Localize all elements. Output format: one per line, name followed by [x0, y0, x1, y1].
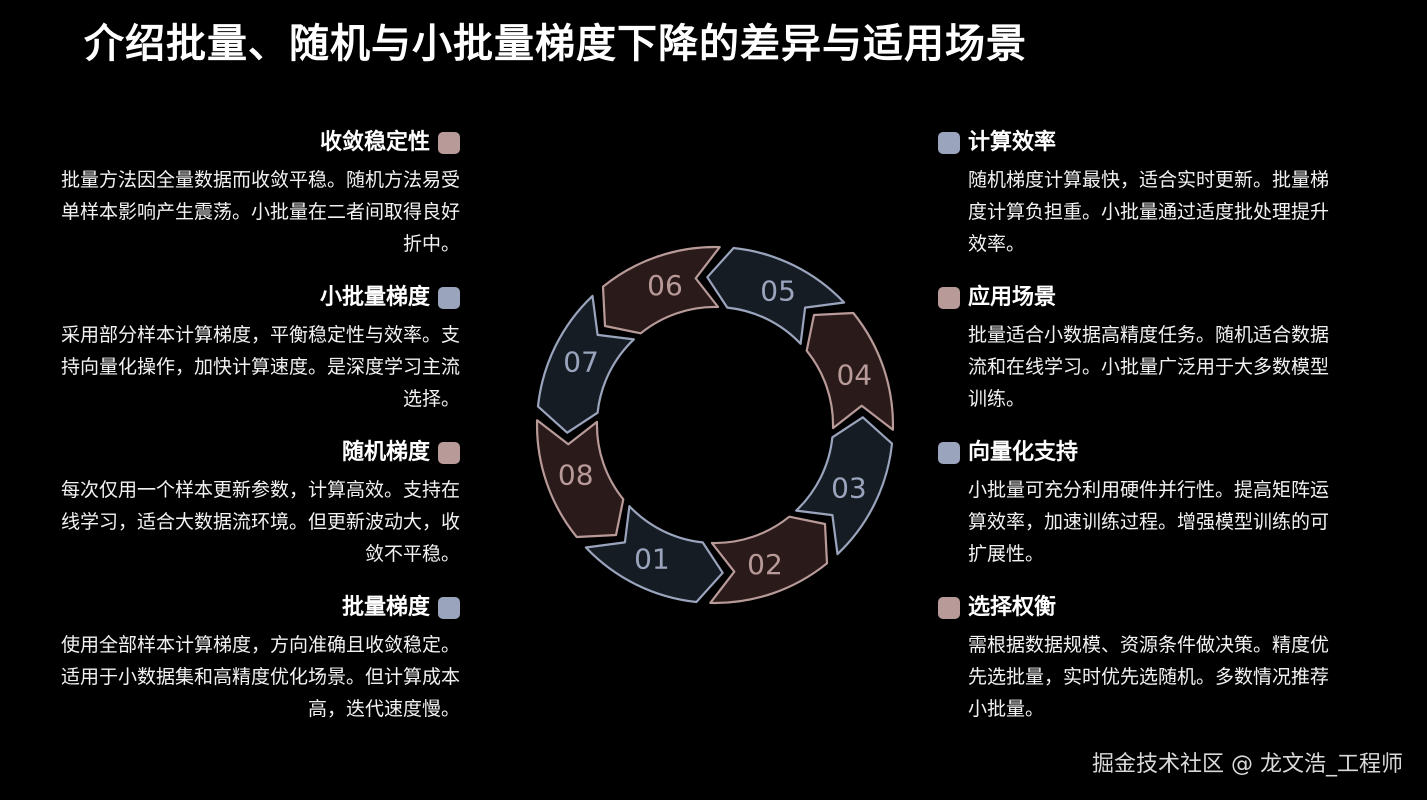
feature-batch-gradient: 批量梯度 使用全部样本计算梯度，方向准确且收敛稳定。适用于小数据集和高精度优化场… — [60, 591, 460, 725]
page-title: 介绍批量、随机与小批量梯度下降的差异与适用场景 — [84, 21, 1027, 67]
feature-vectorization-support: 向量化支持 小批量可充分利用硬件并行性。提高矩阵运算效率，加速训练过程。增强模型… — [938, 436, 1338, 570]
cycle-diagram: 01 02 03 04 05 06 07 08 — [535, 245, 895, 605]
cycle-segment-02 — [709, 515, 829, 605]
feature-heading: 小批量梯度 — [319, 285, 430, 310]
feature-description: 随机梯度计算最快，适合实时更新。批量梯度计算负担重。小批量通过适度批处理提升效率… — [968, 169, 1330, 255]
feature-description: 采用部分样本计算梯度，平衡稳定性与效率。支持向量化操作，加快计算速度。是深度学习… — [60, 324, 460, 410]
feature-heading: 批量梯度 — [341, 595, 430, 620]
feature-description: 批量方法因全量数据而收敛平稳。随机方法易受单样本影响产生震荡。小批量在二者间取得… — [60, 169, 460, 255]
cycle-segment-08 — [535, 419, 625, 539]
feature-description: 使用全部样本计算梯度，方向准确且收敛稳定。适用于小数据集和高精度优化场景。但计算… — [60, 634, 460, 720]
blue-square-icon — [938, 442, 960, 464]
feature-description: 小批量可充分利用硬件并行性。提高矩阵运算效率，加速训练过程。增强模型训练的可扩展… — [968, 479, 1330, 565]
rose-square-icon — [438, 132, 460, 154]
feature-description: 需根据数据规模、资源条件做决策。精度优先选批量，实时优先选随机。多数情况推荐小批… — [968, 634, 1330, 720]
feature-application-scenarios: 应用场景 批量适合小数据高精度任务。随机适合数据流和在线学习。小批量广泛用于大多… — [938, 281, 1338, 415]
feature-heading: 选择权衡 — [968, 595, 1057, 620]
cycle-label-08: 08 — [558, 459, 594, 492]
cycle-label-03: 03 — [831, 472, 867, 505]
feature-heading: 随机梯度 — [341, 440, 430, 465]
cycle-segment-03 — [795, 416, 894, 556]
cycle-label-05: 05 — [760, 275, 796, 308]
cycle-label-02: 02 — [747, 548, 783, 581]
blue-square-icon — [438, 287, 460, 309]
cycle-segment-06 — [601, 245, 721, 335]
feature-mini-batch-gradient: 小批量梯度 采用部分样本计算梯度，平衡稳定性与效率。支持向量化操作，加快计算速度… — [60, 281, 460, 415]
feature-heading: 计算效率 — [968, 130, 1057, 155]
rose-square-icon — [938, 287, 960, 309]
feature-heading: 应用场景 — [968, 285, 1057, 310]
rose-square-icon — [438, 442, 460, 464]
feature-stochastic-gradient: 随机梯度 每次仅用一个样本更新参数，计算高效。支持在线学习，适合大数据流环境。但… — [60, 436, 460, 570]
feature-heading: 收敛稳定性 — [319, 130, 430, 155]
feature-description: 每次仅用一个样本更新参数，计算高效。支持在线学习，适合大数据流环境。但更新波动大… — [60, 479, 460, 565]
cycle-label-01: 01 — [634, 542, 670, 575]
cycle-label-04: 04 — [836, 359, 872, 392]
rose-square-icon — [938, 597, 960, 619]
cycle-segment-07 — [536, 294, 635, 434]
cycle-segment-05 — [706, 246, 846, 345]
watermark: 掘金技术社区 @ 龙文浩_工程师 — [1092, 752, 1403, 777]
cycle-label-07: 07 — [563, 345, 599, 378]
blue-square-icon — [438, 597, 460, 619]
cycle-segment-01 — [584, 505, 724, 604]
feature-selection-tradeoff: 选择权衡 需根据数据规模、资源条件做决策。精度优先选批量，实时优先选随机。多数情… — [938, 591, 1338, 725]
cycle-label-06: 06 — [647, 269, 683, 302]
blue-square-icon — [938, 132, 960, 154]
cycle-segment-04 — [805, 311, 895, 431]
feature-compute-efficiency: 计算效率 随机梯度计算最快，适合实时更新。批量梯度计算负担重。小批量通过适度批处… — [938, 126, 1338, 260]
feature-convergence-stability: 收敛稳定性 批量方法因全量数据而收敛平稳。随机方法易受单样本影响产生震荡。小批量… — [60, 126, 460, 260]
feature-heading: 向量化支持 — [968, 440, 1079, 465]
feature-description: 批量适合小数据高精度任务。随机适合数据流和在线学习。小批量广泛用于大多数模型训练… — [968, 324, 1330, 410]
